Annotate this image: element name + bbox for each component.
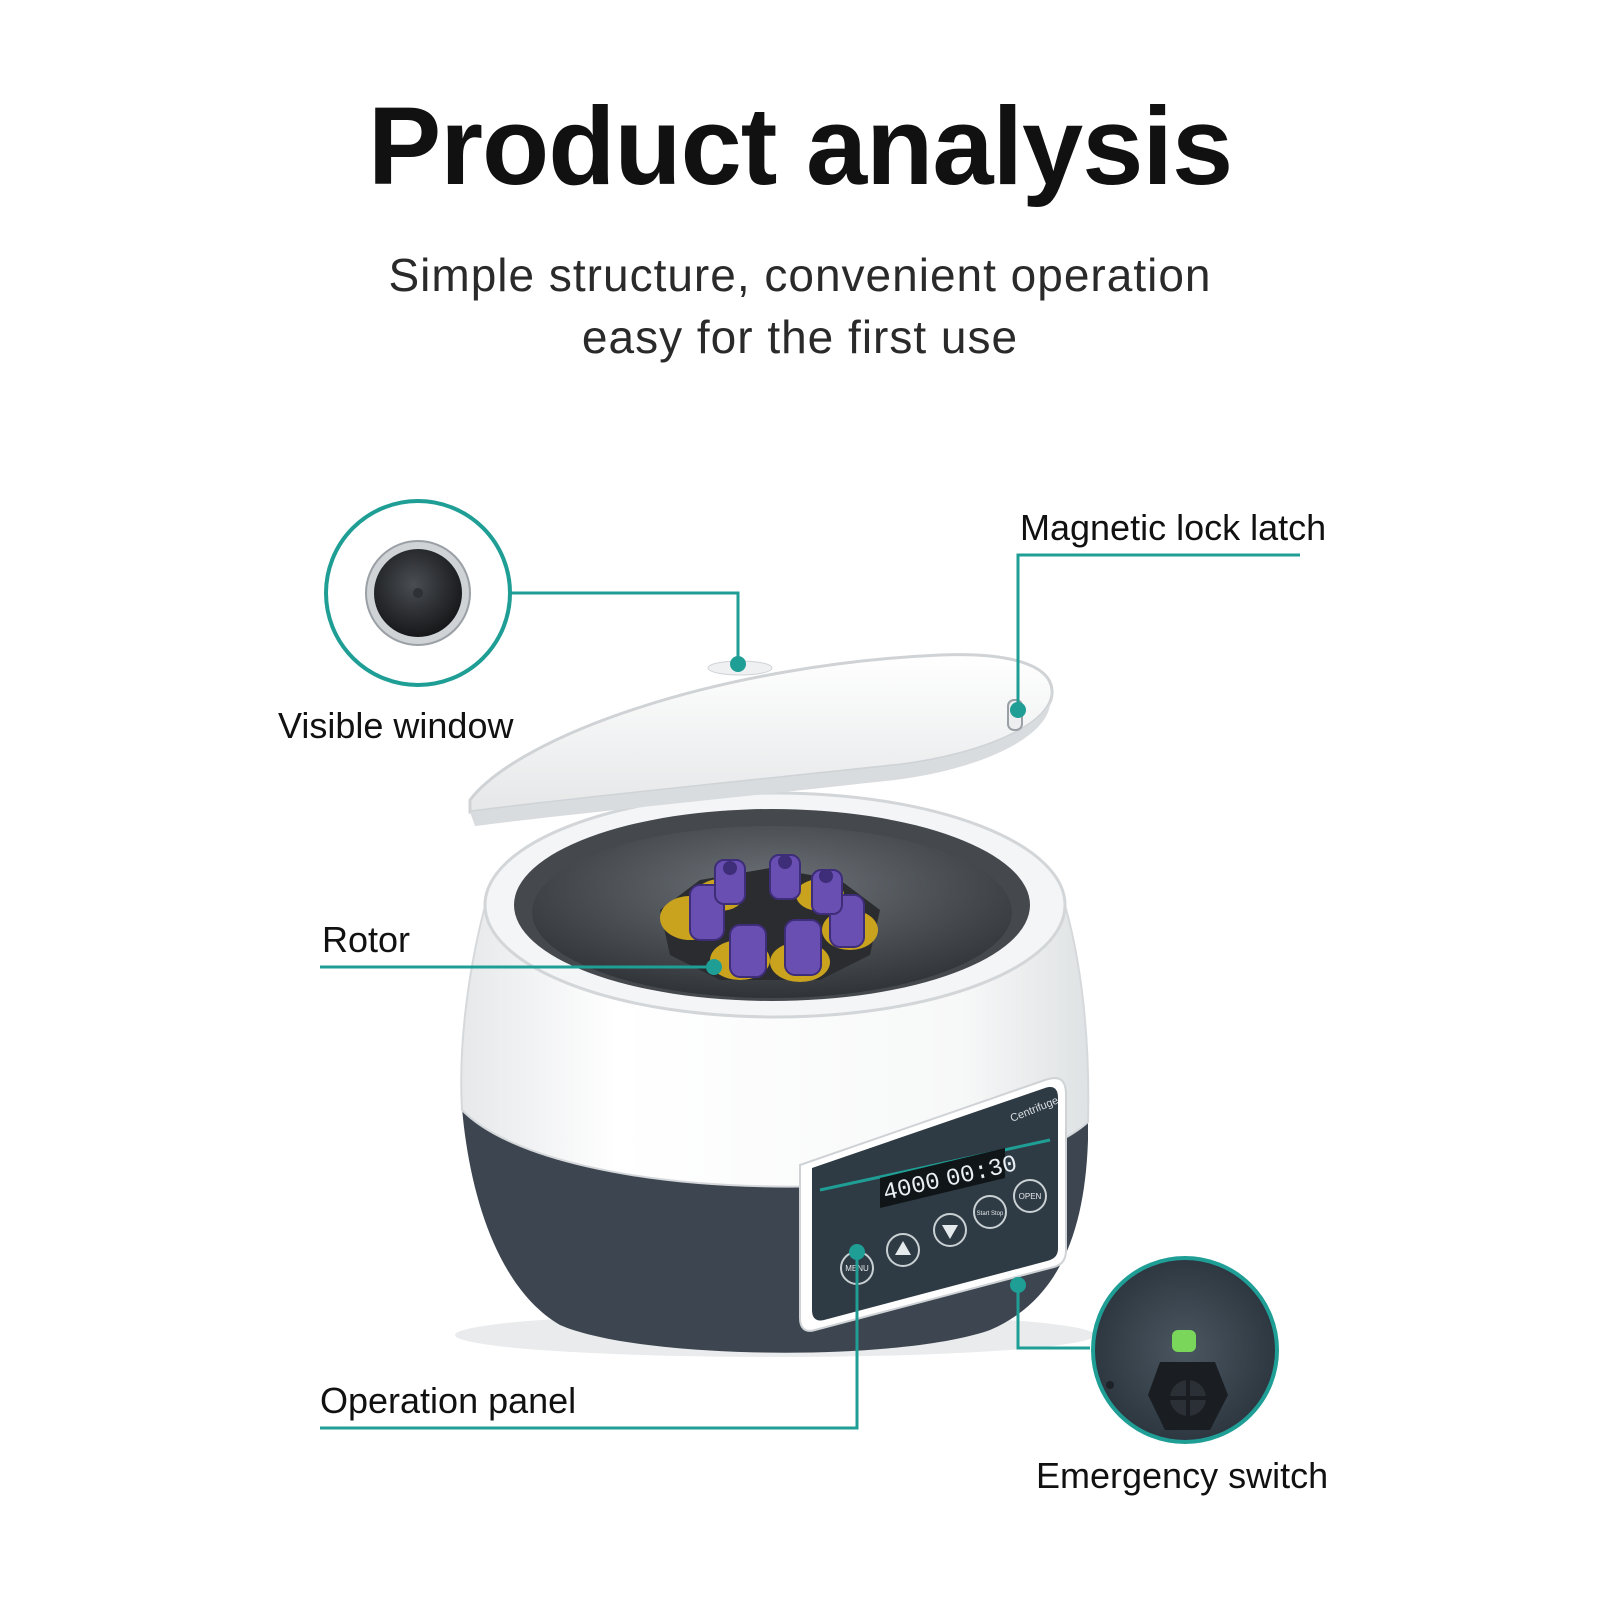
- sample-tubes: [689, 854, 865, 978]
- callout-magnetic-lock-latch: Magnetic lock latch: [1020, 507, 1327, 548]
- up-button[interactable]: [886, 1233, 920, 1267]
- up-arrow-icon: [895, 1241, 911, 1255]
- callout-visible-window: Visible window: [278, 705, 514, 746]
- subtitle-line-2: easy for the first use: [581, 311, 1019, 363]
- page-title: Product analysis: [367, 85, 1233, 208]
- lid-edge: [470, 690, 1053, 826]
- panel-face: [812, 1087, 1058, 1321]
- emergency-switch-leader: [1016, 1285, 1090, 1350]
- callout-lines: [320, 553, 1300, 1430]
- svg-text:OPEN: OPEN: [1019, 1192, 1042, 1201]
- down-arrow-icon: [942, 1225, 958, 1239]
- rotor: [660, 854, 880, 982]
- svg-text:Start Stop: Start Stop: [977, 1211, 1004, 1217]
- down-button[interactable]: [933, 1213, 967, 1247]
- callout-operation-panel: Operation panel: [320, 1380, 577, 1421]
- magnetic-lock-leader: [1016, 553, 1300, 708]
- callout-emergency-switch: Emergency switch: [1036, 1455, 1329, 1496]
- visible-window-zoom: [324, 499, 512, 687]
- operation-panel-leader: [320, 1252, 859, 1430]
- lcd-display: [880, 1148, 1005, 1208]
- callout-rotor: Rotor: [322, 919, 411, 960]
- callout-dots: [706, 656, 1026, 1293]
- emergency-switch-zoom: [1091, 1256, 1279, 1444]
- operation-panel: 4000 00:30 Centrifuge MENU Start Stop: [799, 1077, 1067, 1332]
- switch-green-indicator: [1172, 1330, 1196, 1352]
- visible-window-leader: [510, 591, 740, 662]
- start-stop-button[interactable]: Start Stop: [973, 1195, 1007, 1229]
- subtitle-line-1: Simple structure, convenient operation: [388, 249, 1212, 301]
- tube-caps: [723, 855, 833, 883]
- open-button[interactable]: OPEN: [1013, 1179, 1047, 1213]
- centrifuge-device: 4000 00:30 Centrifuge MENU Start Stop: [455, 653, 1095, 1357]
